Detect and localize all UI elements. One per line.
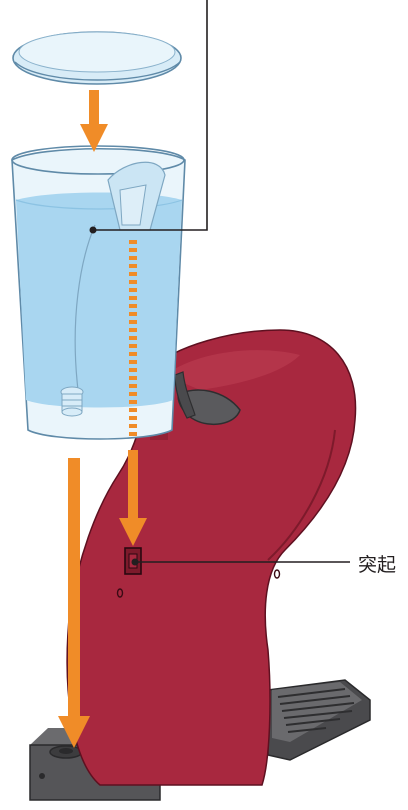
protrusion-label: 突起	[358, 550, 396, 577]
drip-tray	[268, 680, 370, 760]
tank-valve	[61, 387, 83, 416]
lid-down-arrow	[80, 90, 108, 152]
water-tank-lid	[13, 32, 181, 84]
